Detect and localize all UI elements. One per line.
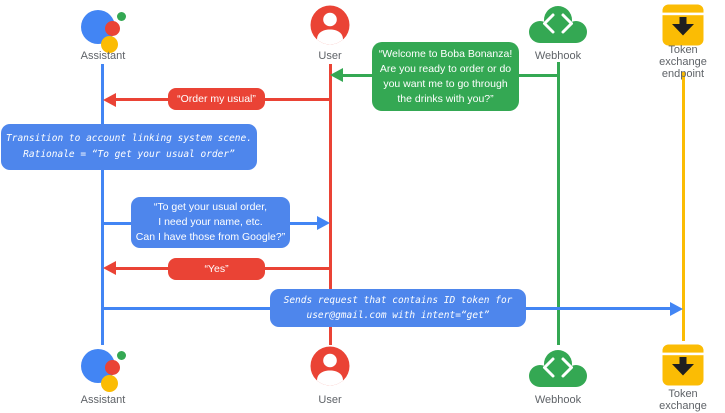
webhook-label: Webhook	[534, 50, 582, 62]
order-arrowhead-icon	[103, 92, 116, 107]
assistant-yellow-dot	[101, 36, 118, 53]
user-lifeline	[328, 64, 332, 345]
token-exchange-endpoint-icon	[662, 344, 704, 386]
webhook-icon	[529, 350, 587, 387]
id-token-request-bubble: Sends request that contains ID token for…	[270, 289, 526, 327]
transition-note: Transition to account linking system sce…	[1, 124, 257, 170]
assistant-yellow-dot	[101, 375, 118, 392]
usual-order-arrowhead-icon	[317, 216, 330, 230]
assistant-green-dot	[117, 12, 126, 21]
assistant-red-dot	[105, 21, 120, 36]
webhook-icon	[529, 6, 587, 43]
assistant-icon	[71, 3, 135, 55]
assistant-label: Assistant	[80, 394, 126, 406]
user-label: User	[318, 50, 342, 62]
assistant-label: Assistant	[80, 50, 126, 62]
webhook-lifeline	[556, 62, 560, 345]
webhook-label: Webhook	[534, 394, 582, 406]
yes-arrowhead-icon	[103, 261, 116, 275]
token-exchange-endpoint-icon	[662, 4, 704, 46]
assistant-lifeline	[100, 64, 104, 345]
user-icon	[310, 346, 350, 386]
user-icon	[310, 5, 350, 45]
usual-order-prompt-bubble: “To get your usual order, I need your na…	[131, 197, 290, 248]
token-endpoint-lifeline	[681, 72, 685, 341]
assistant-green-dot	[117, 351, 126, 360]
user-label: User	[318, 394, 342, 406]
id-token-request-arrowhead-icon	[670, 301, 683, 316]
token-exchange-endpoint-label: Token exchange endpoint	[659, 44, 707, 80]
assistant-red-dot	[105, 360, 120, 375]
token-exchange-endpoint-label: Token exchange endpoint	[659, 388, 707, 413]
welcome-arrowhead-icon	[330, 68, 343, 82]
welcome-message-bubble: “Welcome to Boba Bonanza! Are you ready …	[372, 42, 519, 111]
yes-bubble: “Yes”	[168, 258, 265, 280]
assistant-icon	[71, 342, 135, 394]
order-my-usual-bubble: “Order my usual”	[168, 88, 265, 110]
